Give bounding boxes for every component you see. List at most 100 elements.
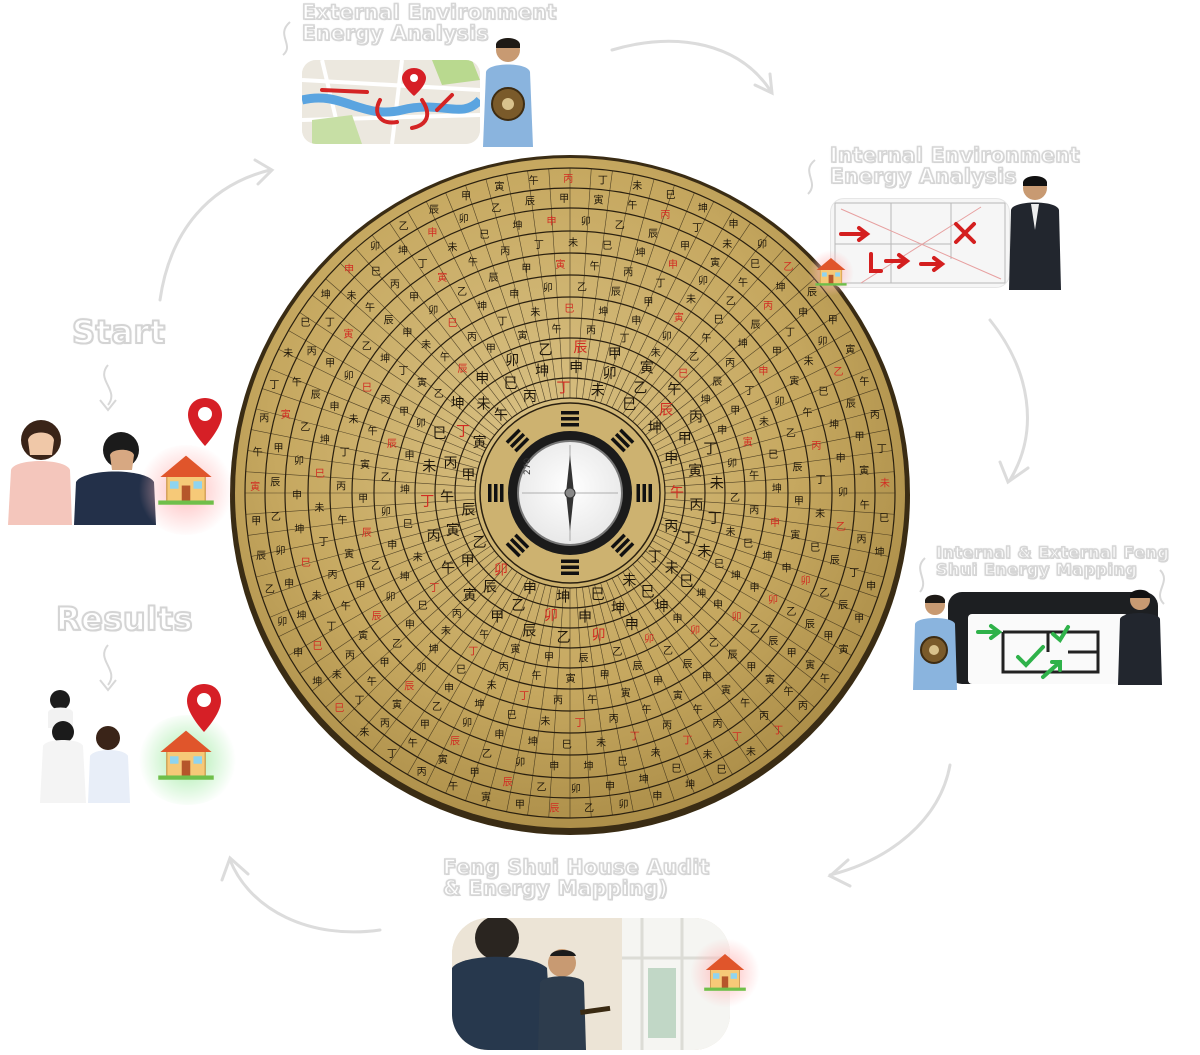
arrowhead <box>253 158 275 186</box>
compass-glyph: 坤 <box>400 570 410 583</box>
curly-arrow-icon <box>99 364 117 412</box>
audit-scene-icon <box>452 918 730 1050</box>
compass-glyph: 辰 <box>792 461 802 473</box>
compass-glyph: 申 <box>652 790 662 803</box>
compass-glyph: 乙 <box>689 351 699 363</box>
compass-spoke <box>247 505 476 536</box>
compass-glyph: 申 <box>330 400 340 413</box>
compass-glyph: 寅 <box>743 436 753 449</box>
audit-photo <box>452 918 730 1050</box>
compass-glyph: 乙 <box>271 511 281 523</box>
compass-glyph: 巳 <box>564 303 574 315</box>
compass-glyph: 巳 <box>504 376 518 392</box>
compass-spoke <box>278 348 485 452</box>
compass-glyph: 丁 <box>534 240 544 251</box>
external-map-image <box>302 60 480 144</box>
compass-glyph: 午 <box>468 256 478 269</box>
compass-glyph: 巳 <box>591 587 605 603</box>
compass-spoke <box>299 545 492 674</box>
floorplan-image <box>830 198 1010 288</box>
compass-glyph: 丙 <box>712 719 722 730</box>
compass-glyph: 未 <box>651 347 661 359</box>
compass-glyph: 甲 <box>251 517 261 528</box>
compass-spoke <box>611 201 715 408</box>
compass-glyph: 甲 <box>521 264 531 275</box>
compass-glyph: 巳 <box>418 600 428 612</box>
compass-spoke <box>262 388 481 463</box>
compass-spoke <box>600 185 675 404</box>
worried-couple-figure <box>8 420 156 525</box>
compass-glyph: 乙 <box>511 598 525 614</box>
compass-glyph: 辰 <box>846 398 856 410</box>
compass-glyph: 乙 <box>612 646 622 658</box>
compass-glyph: 卯 <box>277 616 287 628</box>
compass-glyph: 未 <box>441 625 451 637</box>
compass-glyph: 辰 <box>751 319 761 331</box>
compass-glyph: 丙 <box>749 505 759 516</box>
compass-spoke <box>622 571 751 764</box>
compass-glyph: 丙 <box>327 570 337 581</box>
compass-glyph: 午 <box>479 628 489 641</box>
compass-glyph: 乙 <box>557 630 571 646</box>
compass-spoke <box>548 168 565 399</box>
compass-glyph: 未 <box>349 413 359 425</box>
compass-glyph: 寅 <box>721 684 731 697</box>
compass-spoke <box>664 471 895 488</box>
compass-spoke <box>245 498 476 515</box>
compass-glyph: 乙 <box>819 587 829 599</box>
compass-glyph: 丁 <box>387 749 397 760</box>
compass-spoke <box>659 523 878 598</box>
compass-spoke <box>617 211 733 411</box>
compass-glyph: 卯 <box>774 395 784 407</box>
compass-glyph: 卯 <box>381 506 391 518</box>
compass-glyph: 乙 <box>783 261 793 273</box>
compass-glyph: 丙 <box>380 719 390 730</box>
compass-glyph: 卯 <box>544 608 558 624</box>
compass-glyph: 甲 <box>608 346 622 362</box>
compass-spoke <box>355 248 508 422</box>
arrowhead <box>220 855 250 882</box>
compass-glyph: 午 <box>749 469 759 482</box>
compass-glyph: 乙 <box>399 221 409 233</box>
compass-spoke <box>606 580 695 794</box>
compass-glyph: 寅 <box>790 529 800 542</box>
compass-glyph: 坤 <box>429 643 439 656</box>
compass-glyph: 丁 <box>326 622 336 633</box>
compass-glyph: 寅 <box>437 271 447 284</box>
compass-glyph: 午 <box>367 675 377 688</box>
compass-glyph: 午 <box>820 672 830 685</box>
compass-glyph: 寅 <box>555 258 565 271</box>
compass-glyph: 卯 <box>385 591 395 603</box>
compass-glyph: 坤 <box>762 549 772 562</box>
compass-glyph: 午 <box>784 685 794 698</box>
compass-glyph: 卯 <box>768 594 778 606</box>
compass-glyph: 卯 <box>581 215 591 227</box>
compass-glyph: 甲 <box>680 241 690 252</box>
compass-spoke <box>664 505 893 536</box>
arrowhead <box>998 460 1030 485</box>
compass-glyph: 丙 <box>417 767 427 778</box>
compass-spoke <box>594 178 655 402</box>
compass-glyph: 寅 <box>765 673 775 686</box>
compass-spoke <box>606 192 695 406</box>
compass-spoke <box>278 534 485 638</box>
compass-spoke <box>664 450 893 481</box>
compass-glyph: 卯 <box>619 798 629 810</box>
compass-glyph: 未 <box>746 746 756 758</box>
compass-glyph: 寅 <box>710 256 720 269</box>
compass-glyph: 甲 <box>461 554 475 570</box>
compass-glyph: 坤 <box>648 421 662 437</box>
compass-glyph: 未 <box>596 737 606 749</box>
audit-step-label: Feng Shui House Audit & Energy Mapping) <box>442 855 710 900</box>
compass-spoke <box>269 368 483 457</box>
compass-glyph: 午 <box>441 560 455 576</box>
compass-spoke <box>407 575 523 775</box>
compass-glyph: 丙 <box>345 651 355 662</box>
compass-glyph: 午 <box>590 259 600 272</box>
compass-glyph: 巳 <box>602 240 612 252</box>
compass-glyph: 午 <box>448 779 458 792</box>
compass-glyph: 丙 <box>553 696 563 707</box>
bagua-line <box>642 484 646 502</box>
compass-glyph: 丙 <box>609 714 619 725</box>
compass-glyph: 未 <box>314 502 324 514</box>
